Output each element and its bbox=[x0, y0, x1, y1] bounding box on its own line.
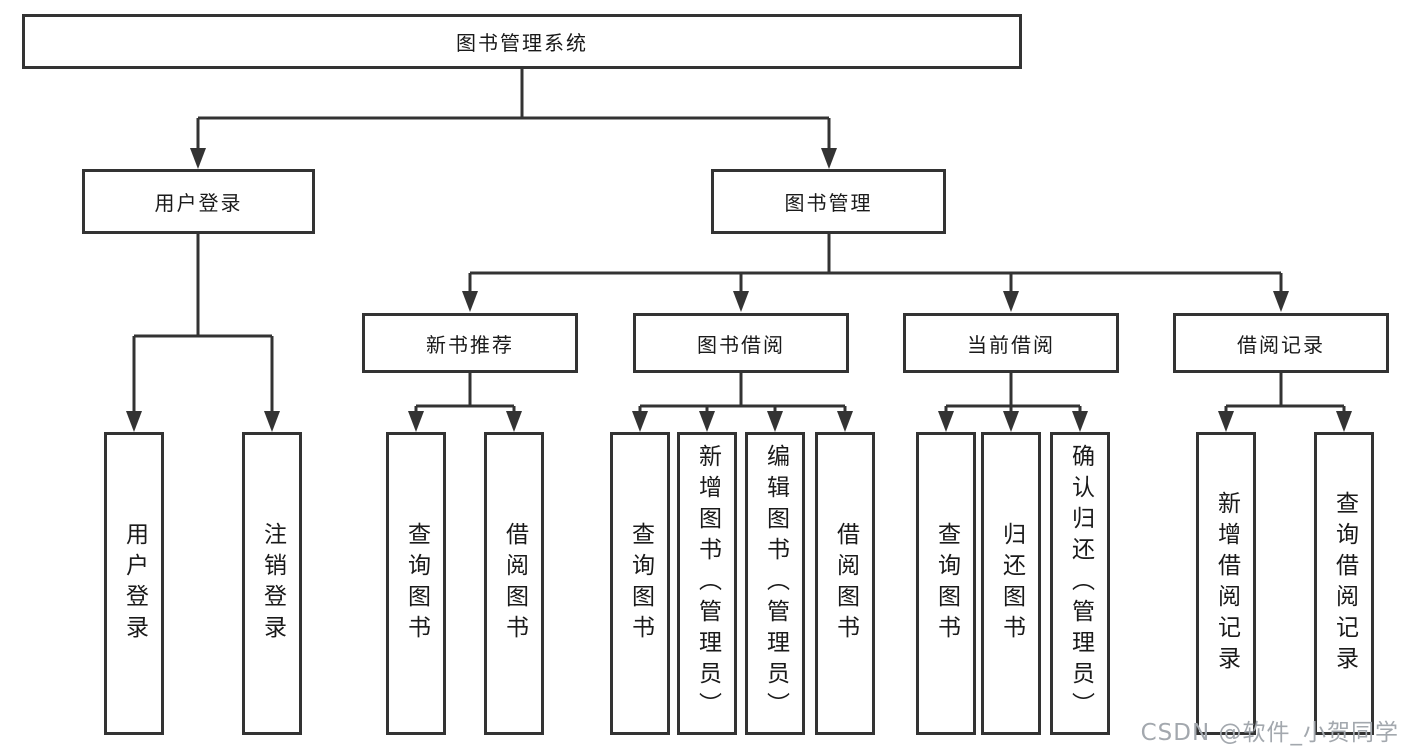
node-library-system: 图书管理系统 bbox=[22, 14, 1022, 69]
arrowheads bbox=[126, 148, 1352, 432]
leaf-return-book: 归还图书 bbox=[981, 432, 1041, 735]
arrowhead bbox=[190, 148, 206, 169]
arrowhead bbox=[506, 411, 522, 432]
arrowhead bbox=[1336, 411, 1352, 432]
leaf-add-borrow-record: 新增借阅记录 bbox=[1196, 432, 1256, 735]
arrowhead bbox=[1003, 291, 1019, 312]
leaf-borrow-book-recommend: 借阅图书 bbox=[484, 432, 544, 735]
arrowhead bbox=[1273, 291, 1289, 312]
arrowhead bbox=[408, 411, 424, 432]
node-book-borrow: 图书借阅 bbox=[633, 313, 849, 373]
node-current-borrow: 当前借阅 bbox=[903, 313, 1119, 373]
arrowhead bbox=[264, 411, 280, 432]
arrowhead bbox=[821, 148, 837, 169]
leaf-query-book-recommend: 查询图书 bbox=[386, 432, 446, 735]
node-new-book-recommend: 新书推荐 bbox=[362, 313, 578, 373]
leaf-logout: 注销登录 bbox=[242, 432, 302, 735]
node-borrow-records: 借阅记录 bbox=[1173, 313, 1389, 373]
leaf-query-book-current: 查询图书 bbox=[916, 432, 976, 735]
arrowhead bbox=[126, 411, 142, 432]
arrowhead bbox=[837, 411, 853, 432]
leaf-confirm-return-admin: 确认归还（管理员） bbox=[1050, 432, 1110, 735]
arrowhead bbox=[938, 411, 954, 432]
node-book-management-branch: 图书管理 bbox=[711, 169, 946, 234]
arrowhead bbox=[767, 411, 783, 432]
arrowhead bbox=[462, 291, 478, 312]
leaf-add-book-admin: 新增图书（管理员） bbox=[677, 432, 737, 735]
arrowhead bbox=[699, 411, 715, 432]
arrowhead bbox=[1003, 411, 1019, 432]
arrowhead bbox=[733, 291, 749, 312]
leaf-edit-book-admin: 编辑图书（管理员） bbox=[745, 432, 805, 735]
arrowhead bbox=[1218, 411, 1234, 432]
leaf-query-book-borrow: 查询图书 bbox=[610, 432, 670, 735]
leaf-query-borrow-record: 查询借阅记录 bbox=[1314, 432, 1374, 735]
arrowhead bbox=[1072, 411, 1088, 432]
connector-lines bbox=[132, 69, 1346, 414]
leaf-user-login: 用户登录 bbox=[104, 432, 164, 735]
node-user-login-branch: 用户登录 bbox=[82, 169, 315, 234]
arrowhead bbox=[632, 411, 648, 432]
leaf-borrow-book: 借阅图书 bbox=[815, 432, 875, 735]
